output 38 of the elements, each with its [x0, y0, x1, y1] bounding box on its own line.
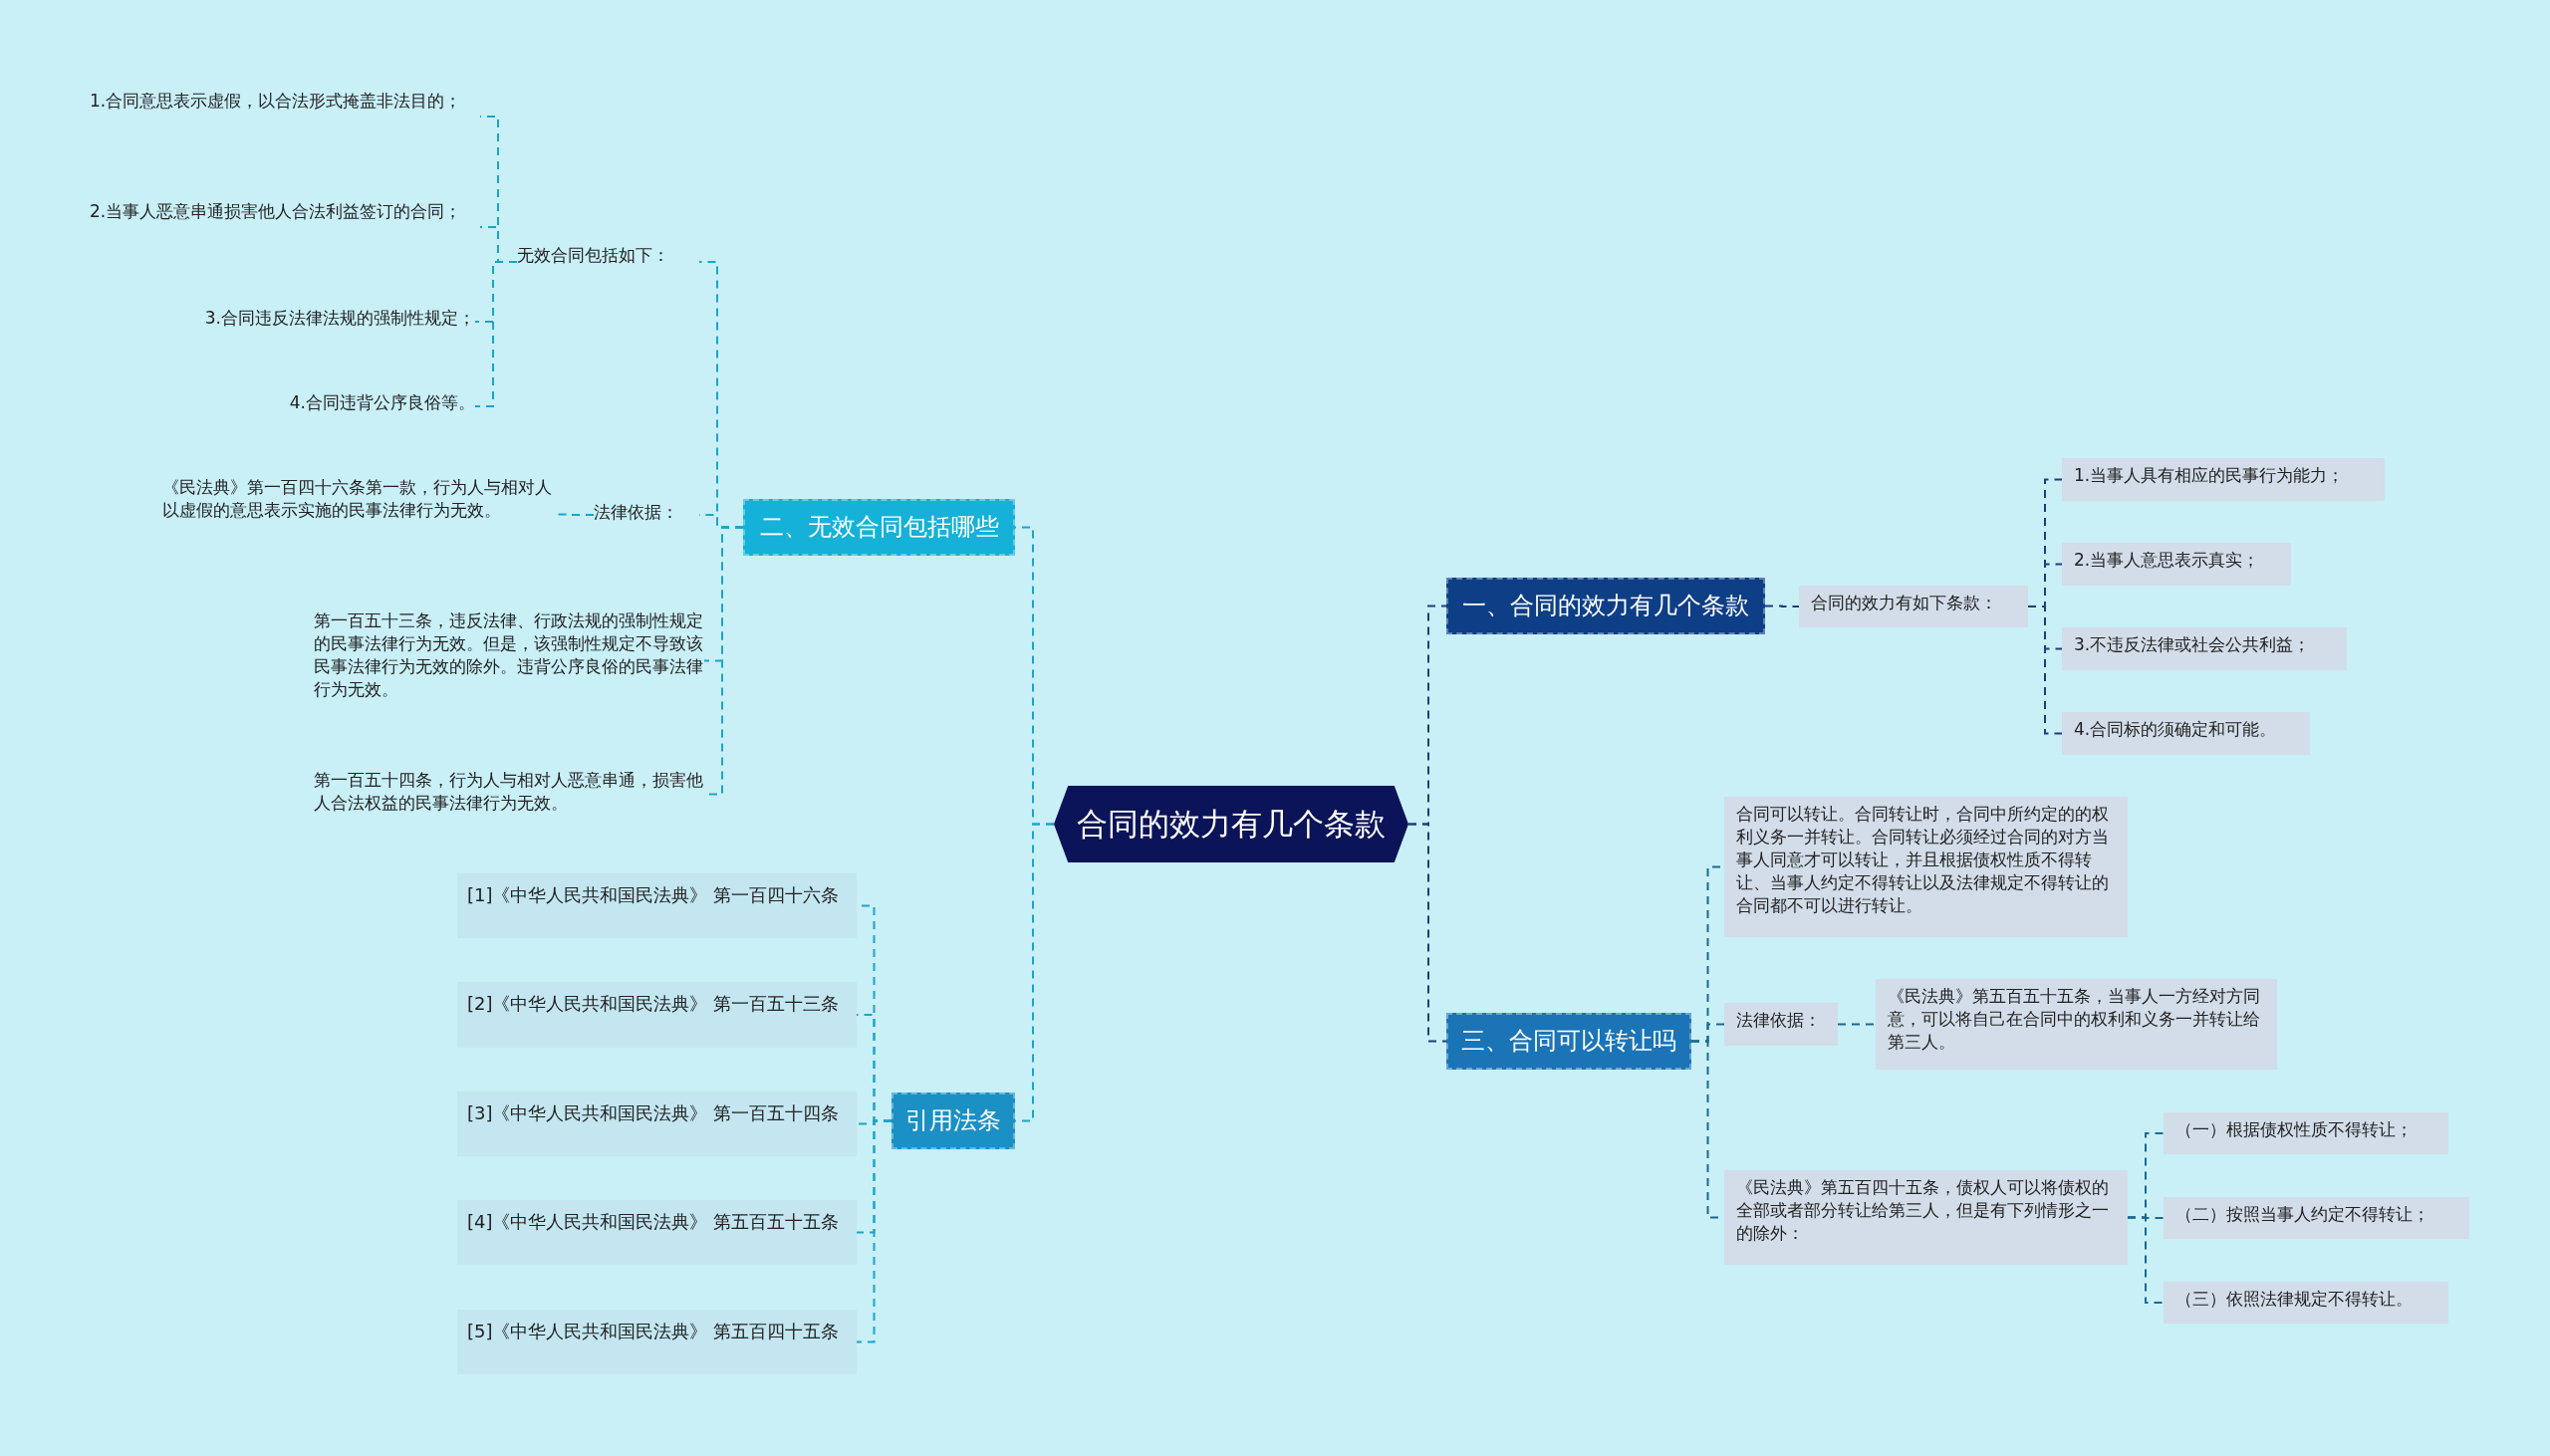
text-label: 第一百五十三条，违反法律、行政法规的强制性规定的民事法律行为无效。但是，该强制性规定不导致该民事法律行为无效的除外。违背公序良俗的民事法律行为无效。 [314, 609, 704, 712]
citation-box: [5]《中华人民共和国民法典》 第五百四十五条 [457, 1310, 857, 1374]
connector-line [1407, 823, 1447, 1043]
citation-box: [1]《中华人民共和国民法典》 第一百四十六条 [457, 873, 857, 938]
topic-box: 二、无效合同包括哪些 [743, 499, 1015, 556]
text-box: （三）依照法律规定不得转让。 [2164, 1282, 2448, 1324]
central-topic: 合同的效力有几个条款 [1054, 786, 1408, 862]
text-box: 2.当事人意思表示真实； [2062, 543, 2291, 586]
text-box: （二）按照当事人约定不得转让； [2164, 1197, 2469, 1239]
text-label: 《民法典》第一百四十六条第一款，行为人与相对人以虚假的意思表示实施的民事法律行为无效。 [162, 476, 553, 553]
text-box: 《民法典》第五百四十五条，债权人可以将债权的全部或者部分转让给第三人，但是有下列情形之一的除外： [1724, 1170, 2128, 1265]
connector-line [2127, 1216, 2165, 1304]
text-box: 合同的效力有如下条款： [1799, 586, 2028, 627]
text-label: 无效合同包括如下： [517, 244, 699, 280]
connector-line [2027, 606, 2063, 735]
topic-box: 一、合同的效力有几个条款 [1446, 578, 1765, 634]
text-box: 4.合同标的须确定和可能。 [2062, 712, 2310, 755]
citation-box: [3]《中华人民共和国民法典》 第一百五十四条 [457, 1092, 857, 1156]
connector-line [1764, 605, 1800, 607]
text-label: 法律依据： [594, 501, 699, 529]
topic-box: 三、合同可以转让吗 [1446, 1013, 1691, 1070]
text-label: 2.当事人恶意串通损害他人合法利益签订的合同； [90, 200, 480, 254]
connector-line [474, 261, 518, 407]
text-box: 《民法典》第五百五十五条，当事人一方经对方同意，可以将自己在合同中的权利和义务一并转让给第三人。 [1876, 979, 2277, 1070]
connector-line [856, 1119, 892, 1343]
text-label: 1.合同意思表示虚假，以合法形式掩盖非法目的； [90, 90, 480, 143]
text-label: 3.合同违反法律法规的强制性规定； [162, 307, 475, 337]
citation-box: [4]《中华人民共和国民法典》 第五百五十五条 [457, 1200, 857, 1265]
connector-line [1837, 1023, 1877, 1026]
text-box: 3.不违反法律或社会公共利益； [2062, 627, 2347, 670]
text-box: （一）根据债权性质不得转让； [2164, 1112, 2448, 1154]
text-box: 法律依据： [1724, 1003, 1838, 1046]
citation-box: [2]《中华人民共和国民法典》 第一百五十三条 [457, 982, 857, 1048]
topic-box: 引用法条 [892, 1092, 1015, 1149]
text-label: 第一百五十四条，行为人与相对人恶意串通，损害他人合法权益的民事法律行为无效。 [314, 769, 704, 820]
text-box: 合同可以转让。合同转让时，合同中所约定的的权利义务一并转让。合同转让必须经过合同的对方当事人同意才可以转让，并且根据债权性质不得转让、当事人约定不得转让以及法律规定不得转让的合同都不可以进行转让。 [1724, 797, 2128, 937]
text-label: 4.合同违背公序良俗等。 [260, 391, 475, 421]
text-box: 1.当事人具有相应的民事行为能力； [2062, 458, 2385, 501]
